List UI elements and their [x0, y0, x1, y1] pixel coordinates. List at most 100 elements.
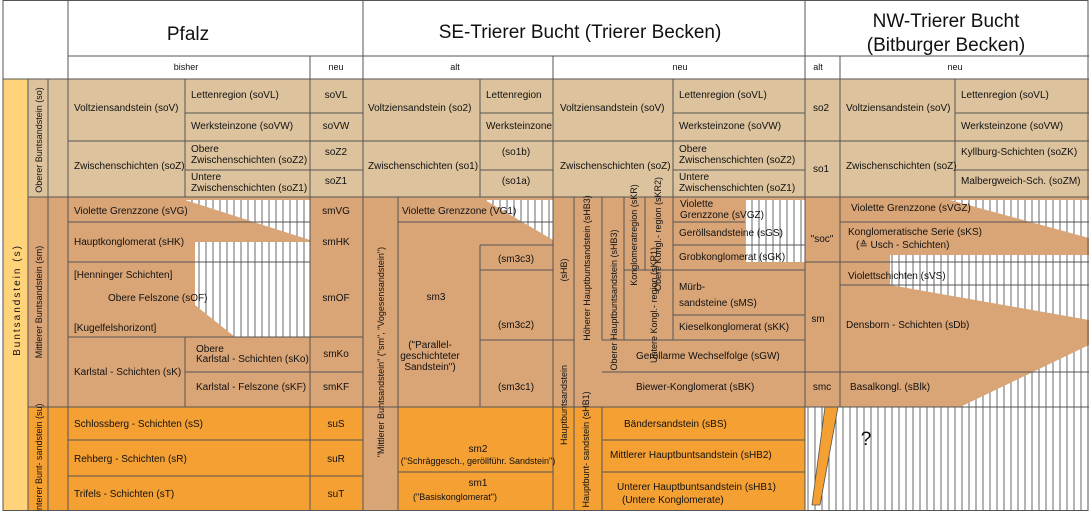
- label-nw-sov: Voltziensandstein (soV): [846, 103, 951, 114]
- pfalz-neu-3: soZ1: [325, 176, 348, 187]
- label-nw-sdb: Densborn - Schichten (sDb): [846, 320, 969, 331]
- label-se_neu-skr1: Untere Kongl.- region (sKR1): [649, 247, 659, 363]
- label-se_neu-skk: Kieselkonglomerat (sKK): [679, 322, 789, 333]
- label-se_alt-vert: "Mittlerer Buntsandstein" ("sm", "Vogese…: [376, 247, 386, 457]
- gap-nw-top: [950, 200, 1089, 238]
- unknown-zone: [805, 407, 1089, 511]
- pfalz-neu-5: smHK: [322, 237, 350, 248]
- label-se_neu-sov: Voltziensandstein (soV): [560, 103, 665, 114]
- label-side-oberer: Oberer Buntsandstein (so): [34, 87, 44, 193]
- label-se_alt-sm1b: ("Basiskonglomerat"): [413, 492, 497, 502]
- label-se_alt-so1b: (so1b): [502, 147, 530, 158]
- gap-nw-mid: [890, 255, 1089, 320]
- label-se_alt-sm3: sm3: [427, 292, 446, 303]
- label-nw-sblk: Basalkongl. (sBlk): [850, 382, 930, 393]
- pfalz-neu-4: smVG: [322, 206, 350, 217]
- label-pfalz-sovl: Lettenregion (soVL): [191, 90, 279, 101]
- label-pfalz-soz1a: Untere: [191, 172, 221, 183]
- label-se_neu-oberer: Oberer Hauptbuntsandstein (sHB3): [609, 229, 619, 370]
- label-regions-se-alt: alt: [450, 62, 460, 72]
- label-nw-svs: Violettschichten (sVS): [848, 271, 946, 282]
- label-side-buntsandstein: Buntsandstein (s): [12, 244, 23, 356]
- label-pfalz-henn: [Henninger Schichten]: [74, 270, 173, 281]
- label-se_neu-sbs: Bändersandstein (sBS): [624, 419, 727, 430]
- label-se_neu-soz1b: Zwischenschichten (soZ1): [679, 183, 795, 194]
- label-nw-sm: sm: [811, 314, 824, 325]
- label-regions-nw-alt: alt: [813, 62, 823, 72]
- label-se_neu-svgza: Violette: [680, 199, 714, 210]
- pfalz-neu-0: soVL: [325, 90, 348, 101]
- unknown-marker: ?: [861, 429, 872, 450]
- label-pfalz-sov: Voltziensandstein (soV): [74, 103, 179, 114]
- label-se_neu-shb3: Höherer Hauptbuntsandstein (sHB3): [582, 195, 592, 341]
- label-se_neu-soz1a: Untere: [679, 172, 709, 183]
- label-nw-so2: so2: [813, 103, 830, 114]
- label-pfalz-sk: Karlstal - Schichten (sK): [74, 367, 181, 378]
- pfalz-neu-8: smKF: [323, 382, 349, 393]
- label-pfalz-ss: Schlossberg - Schichten (sS): [74, 419, 203, 430]
- label-nw-so1: so1: [813, 164, 830, 175]
- label-se_neu-skr: Konglomeratregion (sKR): [629, 184, 639, 286]
- label-se_neu-smsb: sandsteine (sMS): [679, 298, 757, 309]
- gap-se-neu: [745, 200, 805, 262]
- label-nw-soc: "soc": [811, 234, 834, 245]
- title-pfalz: Pfalz: [167, 24, 209, 45]
- label-se_alt-sm3c1: (sm3c1): [498, 382, 534, 393]
- label-se_neu-sgs: Geröllsandsteine (sGS): [679, 228, 783, 239]
- title-nw-2: (Bitburger Becken): [867, 35, 1025, 56]
- label-se_alt-sm3c2: (sm3c2): [498, 320, 534, 331]
- label-se_alt-sm2: sm2: [469, 444, 488, 455]
- label-se_alt-sm3c3: (sm3c3): [498, 254, 534, 265]
- label-se_neu-svgzb: Grenzzone (sVGZ): [680, 210, 764, 221]
- label-se_neu-shb: (sHB): [559, 259, 569, 282]
- label-regions-pfalz-neu: neu: [328, 62, 343, 72]
- label-pfalz-soz1b: Zwischenschichten (soZ1): [191, 183, 307, 194]
- label-se_alt-sm1: sm1: [469, 478, 488, 489]
- label-nw-sovl: Lettenregion (soVL): [961, 90, 1049, 101]
- label-nw-sozk: Kyllburg-Schichten (soZK): [961, 147, 1077, 158]
- pfalz-neu-11: suT: [328, 489, 345, 500]
- label-pfalz-soz: Zwischenschichten (soZ): [74, 161, 185, 172]
- gap-pfalz-of: [195, 242, 310, 337]
- label-se_neu-skr2: Obere Kongl.- region (sKR2): [653, 177, 663, 291]
- label-se_alt-letten: Lettenregion: [486, 90, 542, 101]
- label-pfalz-soz2b: Zwischenschichten (soZ2): [191, 155, 307, 166]
- label-nw-sksa: Konglomeratische Serie (sKS): [848, 227, 982, 238]
- label-se_alt-par2: geschichteter: [400, 351, 460, 362]
- pfalz-neu-2: soZ2: [325, 147, 348, 158]
- label-nw-soz: Zwischenschichten (soZ): [846, 161, 957, 172]
- title-se: SE-Trierer Bucht (Trierer Becken): [439, 22, 722, 43]
- label-se_alt-par1: ("Parallel-: [408, 340, 452, 351]
- label-pfalz-st: Trifels - Schichten (sT): [74, 489, 174, 500]
- label-nw-sovw: Werksteinzone (soVW): [961, 121, 1063, 132]
- label-se_neu-shb1b: (Untere Konglomerate): [622, 495, 724, 506]
- label-pfalz-svg: Violette Grenzzone (sVG): [74, 206, 188, 217]
- pfalz-neu-6: smOF: [322, 293, 349, 304]
- label-se_neu-sgk: Grobkonglomerat (sGK): [679, 252, 785, 263]
- label-se_neu-soz2a: Obere: [679, 144, 707, 155]
- label-se_alt-so2: Voltziensandstein (so2): [368, 103, 471, 114]
- label-se_alt-vg1: Violette Grenzzone (VG1): [402, 206, 516, 217]
- label-se_neu-soz: Zwischenschichten (soZ): [560, 161, 671, 172]
- buntsandstein-band: [3, 79, 28, 511]
- label-se_neu-shb1v: Tiefer Hauptbunt- sandstein (sHB1): [581, 391, 591, 511]
- label-pfalz-soz2a: Obere: [191, 144, 219, 155]
- label-se_alt-so1: Zwischenschichten (so1): [368, 161, 478, 172]
- label-nw-sksb: (≙ Usch - Schichten): [856, 239, 949, 251]
- label-regions-nw-neu: neu: [947, 62, 962, 72]
- label-se_neu-shb2: Mittlerer Hauptbuntsandstein (sHB2): [610, 450, 772, 461]
- label-side-unterer: Unterer Bunt- sandstein (su): [34, 403, 44, 511]
- gap-se-alt: [485, 200, 553, 240]
- label-se_alt-sm2b: ("Schräggesch., geröllführ. Sandstein"): [401, 456, 555, 466]
- pfalz-neu-7: smKo: [323, 349, 349, 360]
- label-se_alt-par3: Sandstein"): [404, 362, 455, 373]
- label-se_neu-shb1a: Unterer Hauptbuntsandstein (sHB1): [617, 482, 776, 493]
- pfalz-neu-10: suR: [327, 454, 345, 465]
- label-nw-sozm: Malbergweich-Sch. (soZM): [961, 176, 1080, 187]
- label-se_neu-hbs: Hauptbuntsandstein: [559, 365, 569, 445]
- pfalz-neu-9: suS: [327, 419, 345, 430]
- label-pfalz-kugel: [Kugelfelshorizont]: [74, 323, 156, 334]
- label-se_alt-werk: Werksteinzone: [486, 121, 552, 132]
- label-nw-smc: smc: [813, 382, 831, 393]
